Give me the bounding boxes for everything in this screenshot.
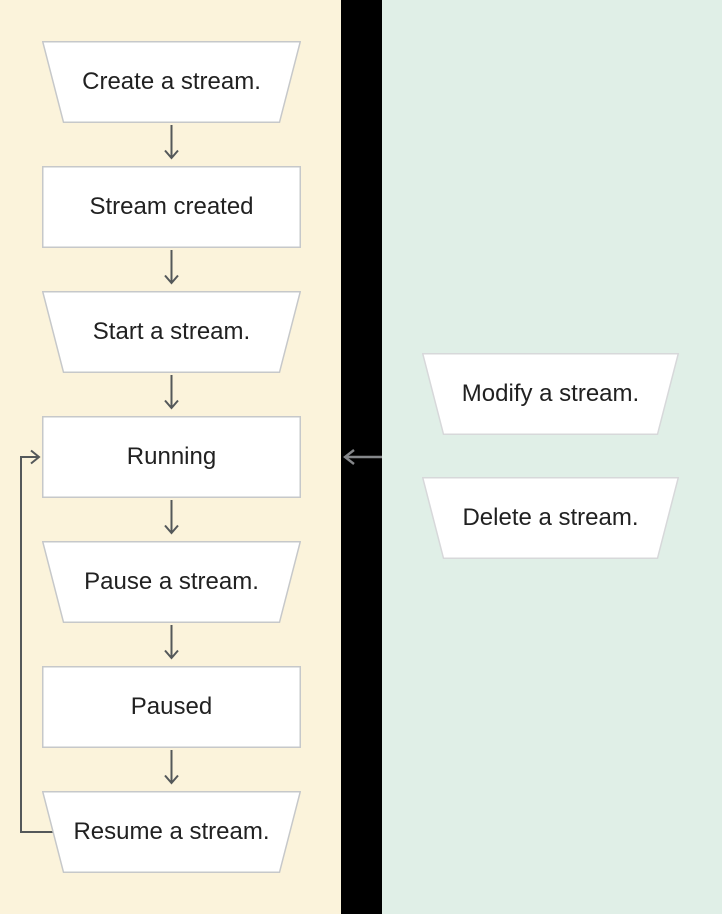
- flow-node-paused: Paused: [42, 666, 301, 748]
- trapezoid-shape: [422, 353, 679, 435]
- flow-node-label: Delete a stream.: [462, 504, 639, 531]
- flow-node-modify-a-stream: Modify a stream.: [422, 353, 679, 435]
- rectangle-shape: [42, 166, 301, 248]
- flow-node-delete-a-stream: Delete a stream.: [422, 477, 679, 559]
- flow-node-create-a-stream: Create a stream.: [42, 41, 301, 123]
- flow-node-label: Pause a stream.: [84, 568, 259, 595]
- flow-node-running: Running: [42, 416, 301, 498]
- rectangle-shape: [42, 416, 301, 498]
- flow-node-label: Start a stream.: [92, 318, 251, 345]
- rectangle-shape: [42, 666, 301, 748]
- trapezoid-shape: [42, 41, 301, 123]
- flow-node-resume-a-stream: Resume a stream.: [42, 791, 301, 873]
- flow-node-stream-created: Stream created: [42, 166, 301, 248]
- trapezoid-shape: [42, 791, 301, 873]
- flow-node-label: Running: [126, 443, 217, 470]
- flow-node-pause-a-stream: Pause a stream.: [42, 541, 301, 623]
- trapezoid-shape: [42, 541, 301, 623]
- trapezoid-shape: [42, 291, 301, 373]
- flow-node-label: Modify a stream.: [461, 380, 640, 407]
- flow-node-label: Stream created: [89, 193, 254, 220]
- actions-panel-background: [382, 0, 722, 914]
- trapezoid-shape: [422, 477, 679, 559]
- flow-node-label: Create a stream.: [82, 68, 261, 95]
- flow-node-start-a-stream: Start a stream.: [42, 291, 301, 373]
- flow-node-label: Resume a stream.: [73, 818, 270, 845]
- flow-node-label: Paused: [130, 693, 213, 720]
